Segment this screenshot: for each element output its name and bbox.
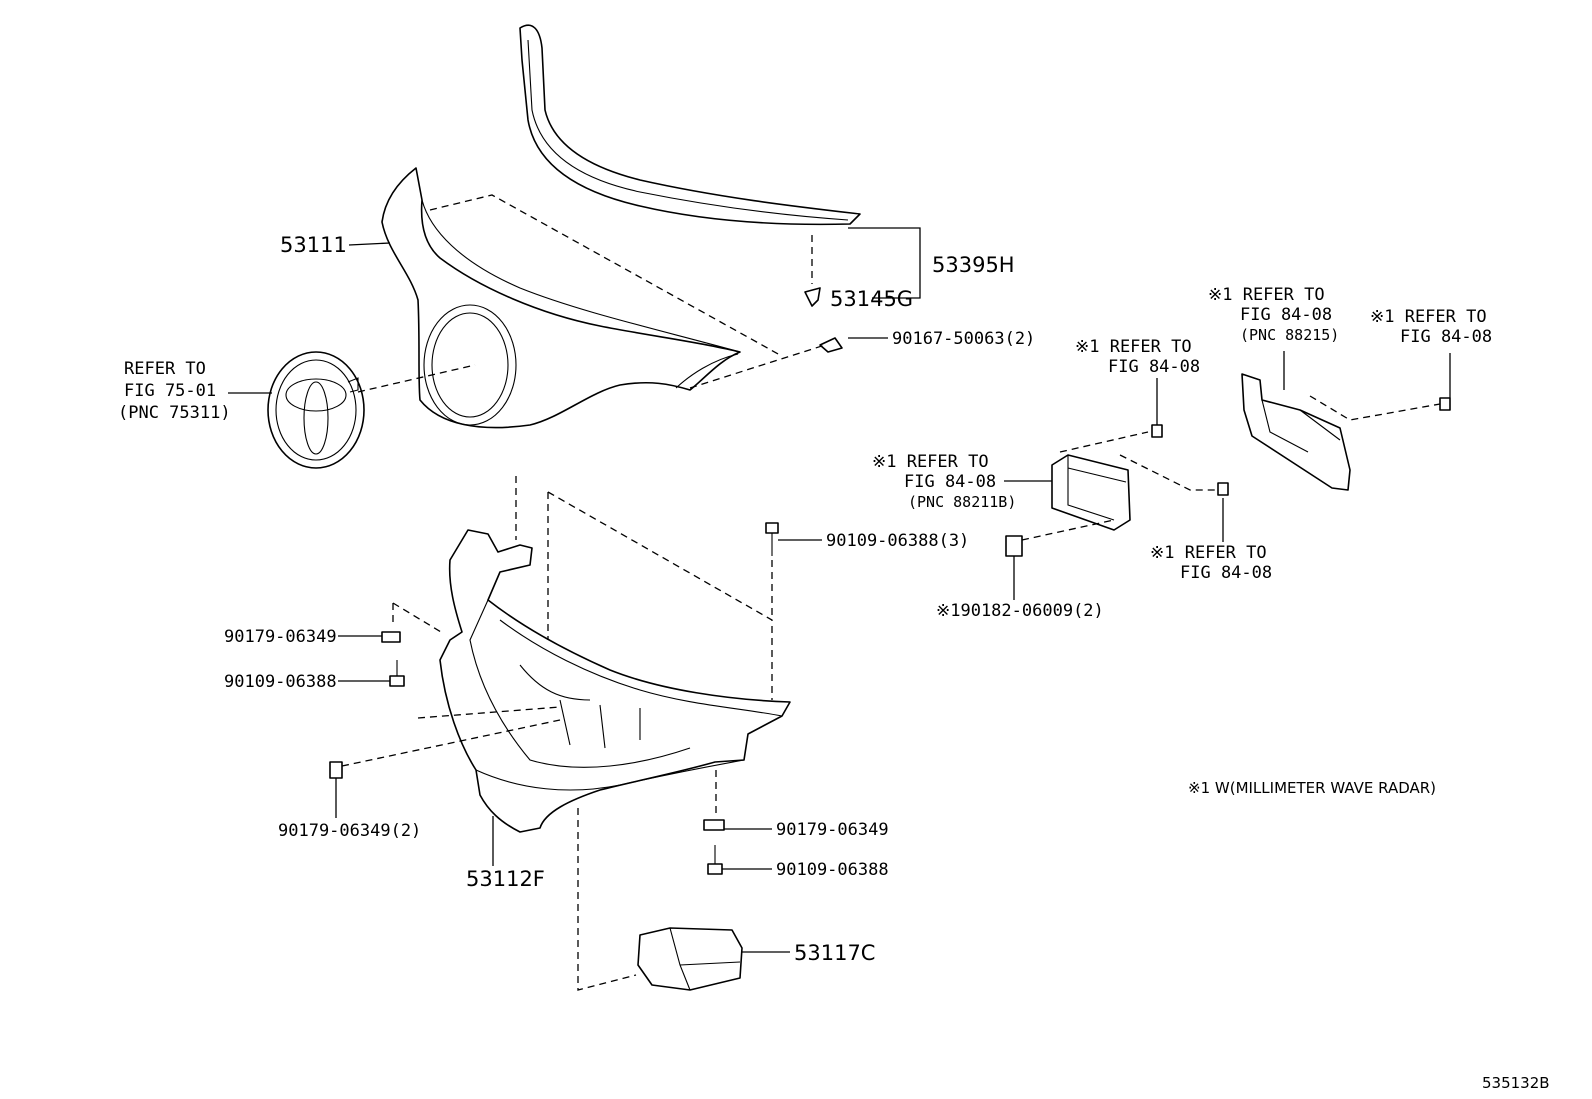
bracket-ref-line1: ※1 REFER TO	[1208, 285, 1325, 305]
assembly-lines	[341, 194, 1441, 991]
label-bolt-3: 90109-06388(3)	[826, 531, 969, 551]
nut-icon[interactable]	[381, 631, 401, 643]
screw-icon[interactable]	[819, 337, 843, 353]
nut-icon[interactable]	[1005, 535, 1023, 557]
label-bolt-left: 90109-06388	[224, 672, 337, 692]
nut-top-ref-line1: ※1 REFER TO	[1370, 307, 1487, 327]
nut-lower-ref-line2: FIG 84-08	[1180, 563, 1272, 583]
bolt-icon[interactable]	[1151, 424, 1163, 438]
bolt-icon[interactable]	[1439, 397, 1451, 411]
bracket-ref-line3: (PNC 88215)	[1240, 326, 1339, 344]
bracket-ref-line2: FIG 84-08	[1240, 305, 1332, 325]
label-nut-left-2: 90179-06349(2)	[278, 821, 421, 841]
module-ref-line2: FIG 84-08	[904, 472, 996, 492]
leader-lines	[228, 227, 1451, 953]
label-screw-top: 90167-50063(2)	[892, 329, 1035, 349]
bolt-icon[interactable]	[707, 845, 723, 875]
label-53145g: 53145G	[830, 287, 913, 311]
module-ref-line3: (PNC 88211B)	[908, 493, 1016, 511]
nut-icon[interactable]	[703, 819, 725, 831]
grille-panel[interactable]	[381, 167, 741, 429]
figure-code: 535132B	[1482, 1074, 1550, 1092]
radar-bolt-ref-line2: FIG 84-08	[1108, 357, 1200, 377]
front-support[interactable]	[439, 529, 791, 833]
label-nut-right: 90179-06349	[776, 820, 889, 840]
label-bolt-right: 90109-06388	[776, 860, 889, 880]
label-53395h: 53395H	[932, 253, 1015, 277]
emblem-ref-line2: FIG 75-01	[124, 381, 216, 401]
label-radar-nut: ※190182-06009(2)	[936, 601, 1104, 621]
bolt-icon[interactable]	[389, 660, 405, 687]
emblem-ref-line3: (PNC 75311)	[118, 403, 231, 423]
footnote: ※1 W(MILLIMETER WAVE RADAR)	[1188, 779, 1436, 797]
radar-bolt-ref-line1: ※1 REFER TO	[1075, 337, 1192, 357]
bolt-icon[interactable]	[765, 522, 779, 556]
radar-bracket[interactable]	[1241, 373, 1351, 491]
label-nut-left: 90179-06349	[224, 627, 337, 647]
nut-top-ref-line2: FIG 84-08	[1400, 327, 1492, 347]
clip-icon[interactable]	[804, 287, 821, 307]
air-duct[interactable]	[637, 927, 743, 991]
bolt-icon[interactable]	[1217, 482, 1229, 496]
module-ref-line1: ※1 REFER TO	[872, 452, 989, 472]
toyota-emblem[interactable]	[267, 351, 365, 469]
label-53112f: 53112F	[466, 867, 545, 891]
radar-module[interactable]	[1051, 454, 1131, 531]
hood-molding[interactable]	[519, 24, 861, 226]
nut-icon[interactable]	[329, 761, 343, 779]
emblem-ref-line1: REFER TO	[124, 359, 206, 379]
nut-lower-ref-line1: ※1 REFER TO	[1150, 543, 1267, 563]
label-53111: 53111	[280, 233, 347, 257]
label-53117c: 53117C	[794, 941, 875, 965]
